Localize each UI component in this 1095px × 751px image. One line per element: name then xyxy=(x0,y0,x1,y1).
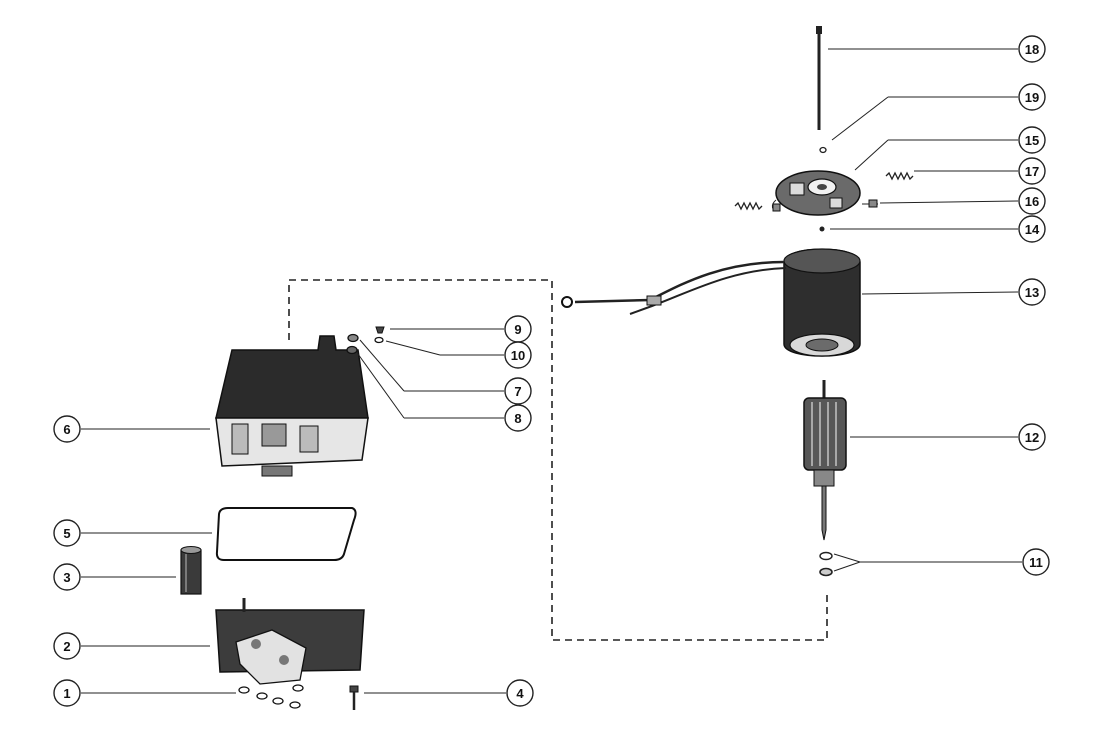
callout-18-label: 18 xyxy=(1025,42,1039,57)
callout-9-label: 9 xyxy=(514,322,521,337)
callout-2: 2 xyxy=(53,632,81,660)
part-1-washers xyxy=(238,684,304,709)
callout-4: 4 xyxy=(506,679,534,707)
part-17-spring-left xyxy=(734,201,763,211)
callout-5-label: 5 xyxy=(63,526,70,541)
part-3-bushing xyxy=(180,546,202,595)
callout-16-label: 16 xyxy=(1025,194,1039,209)
callout-13: 13 xyxy=(1018,278,1046,306)
callout-8-label: 8 xyxy=(514,411,521,426)
part-12-armature xyxy=(803,380,847,541)
callout-14: 14 xyxy=(1018,215,1046,243)
callout-10-label: 10 xyxy=(511,348,525,363)
callout-11-label: 11 xyxy=(1029,555,1043,570)
callout-18: 18 xyxy=(1018,35,1046,63)
part-2-gear-case xyxy=(215,598,365,685)
callout-13-label: 13 xyxy=(1025,285,1039,300)
callout-3-label: 3 xyxy=(63,570,70,585)
callout-19-label: 19 xyxy=(1025,90,1039,105)
part-17-spring xyxy=(885,171,914,181)
part-13-field-housing xyxy=(561,248,861,357)
callout-6: 6 xyxy=(53,415,81,443)
callout-16: 16 xyxy=(1018,187,1046,215)
part-16-brush-leads xyxy=(771,199,878,212)
callout-5: 5 xyxy=(53,519,81,547)
callout-1-label: 1 xyxy=(63,686,70,701)
callout-15-label: 15 xyxy=(1025,133,1039,148)
part-5-gasket xyxy=(215,507,357,561)
part-14-ball xyxy=(819,226,825,232)
callout-19: 19 xyxy=(1018,83,1046,111)
callout-11: 11 xyxy=(1022,548,1050,576)
callout-7-label: 7 xyxy=(514,384,521,399)
callout-6-label: 6 xyxy=(63,422,70,437)
callout-15: 15 xyxy=(1018,126,1046,154)
callout-9: 9 xyxy=(504,315,532,343)
part-6-gear-housing xyxy=(215,335,369,477)
part-4-screw xyxy=(349,685,359,710)
part-11-washer-bottom xyxy=(819,567,833,577)
callout-17: 17 xyxy=(1018,157,1046,185)
callout-1: 1 xyxy=(53,679,81,707)
callout-12-label: 12 xyxy=(1025,430,1039,445)
part-19-washer xyxy=(819,146,827,154)
callout-2-label: 2 xyxy=(63,639,70,654)
callout-12: 12 xyxy=(1018,423,1046,451)
callout-4-label: 4 xyxy=(516,686,524,701)
callout-14-label: 14 xyxy=(1025,222,1040,237)
assembly-dashed-line xyxy=(288,279,828,641)
callout-10: 10 xyxy=(504,341,532,369)
leader-lines xyxy=(81,48,1022,694)
callout-7: 7 xyxy=(504,377,532,405)
part-18-long-screw xyxy=(816,26,822,130)
callout-17-label: 17 xyxy=(1025,164,1039,179)
part-15-brush-plate xyxy=(775,170,861,216)
parts-7-10-small-hardware xyxy=(346,326,385,355)
callout-3: 3 xyxy=(53,563,81,591)
part-11-washer-top xyxy=(819,551,833,561)
callout-8: 8 xyxy=(504,404,532,432)
